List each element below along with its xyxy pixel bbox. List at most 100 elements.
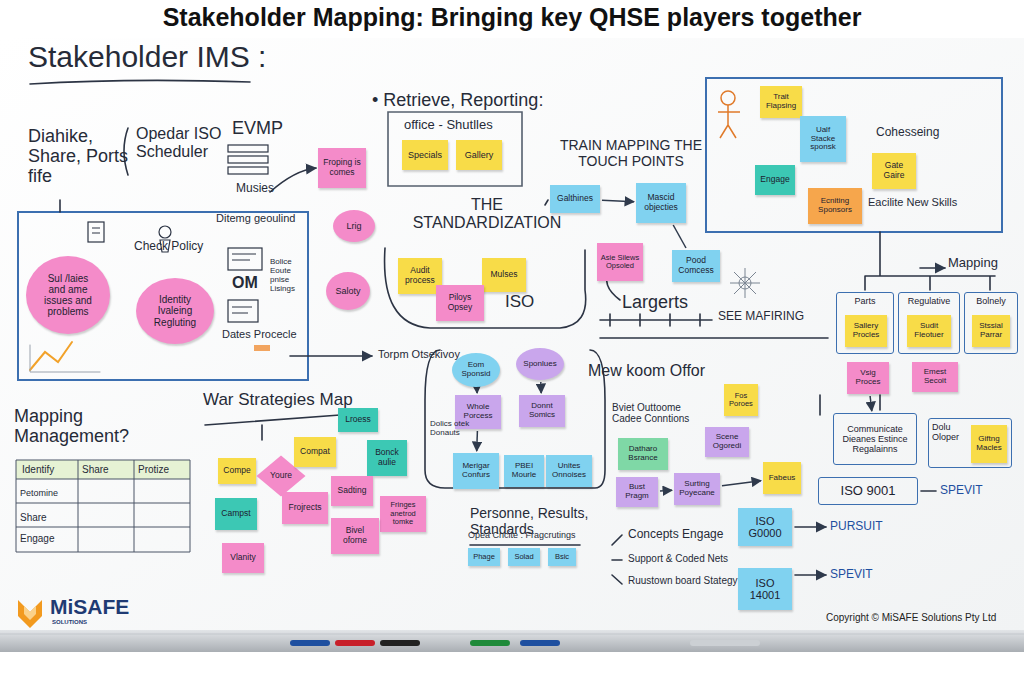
- note-text: Datharo Bsrance: [621, 445, 665, 463]
- board-note: TRAIN MAPPING THE TOUCH POINTS: [556, 138, 706, 169]
- note-text: Bust Pragm: [619, 483, 655, 501]
- note-text: Piloys Opsey: [439, 293, 481, 312]
- sticky-note: Frojrects: [282, 492, 328, 524]
- sticky-note: PBEI Mourle: [504, 455, 544, 487]
- sticky-note: Vsig Proces: [847, 362, 889, 394]
- sticky-note: Unites Onnoises: [546, 455, 592, 487]
- sticky-note: Stssial Parrar: [972, 315, 1010, 347]
- sticky-note: Fabeus: [763, 462, 801, 494]
- stick-figure: [718, 91, 740, 138]
- sticky-note: Solad: [508, 548, 540, 566]
- board-note: MiSAFE: [50, 595, 160, 619]
- note-text: Sadting: [338, 486, 367, 496]
- doc-icons: [88, 145, 270, 351]
- board-note: PURSUIT: [830, 520, 910, 533]
- sticky-note: Mulses: [482, 258, 526, 292]
- note-text: Pood Comcess: [675, 256, 717, 275]
- board-note: Stakeholder IMS :: [28, 40, 298, 74]
- board-note: Largerts: [622, 292, 712, 312]
- note-text: Compe: [223, 466, 250, 476]
- board-note: Petomine: [20, 488, 78, 498]
- note-text: Lroess: [345, 415, 371, 425]
- note-text: Gate Gaire: [875, 161, 913, 180]
- note-text: Surting Poyecane: [677, 480, 717, 498]
- mapping-table: [16, 460, 190, 552]
- sticky-note: Fringes anetrod tomke: [380, 496, 426, 532]
- board-note: Torpm Otsekivoy: [378, 348, 468, 360]
- note-text: Donnt Somics: [522, 402, 562, 420]
- sticker-circle: Identity Ivaleing Regluting: [136, 278, 214, 344]
- sticky-note: Campst: [215, 498, 257, 530]
- outline-box: Communicate Dieanes Estince Regalainns: [833, 413, 917, 465]
- connector-arrow: [673, 225, 686, 248]
- sticky-note: Trait Flapsing: [760, 86, 802, 118]
- board-note: EVMP: [232, 118, 292, 138]
- sticky-note: Giftng Macles: [971, 425, 1007, 463]
- board-note: office - Shutlles: [404, 118, 524, 133]
- sticky-note: Compe: [218, 458, 256, 484]
- note-text: PBEI Mourle: [507, 462, 541, 480]
- sticky-note: Bivel oforne: [331, 518, 379, 554]
- board-note: Eacilite New Skills: [868, 196, 978, 208]
- note-text: Campst: [221, 509, 250, 519]
- note-text: Compat: [300, 447, 330, 457]
- sticky-note: Specials: [402, 140, 448, 170]
- board-note: THE STANDARDIZATION: [398, 196, 576, 232]
- note-text: Youre: [270, 471, 292, 481]
- box-heading: Regulative: [908, 296, 951, 306]
- outline-box: ISO 9001: [818, 477, 918, 505]
- note-text: Trait Flapsing: [763, 93, 799, 111]
- markers: [290, 640, 760, 646]
- board-note: Bviet Outtoome Cadee Conntions: [612, 402, 712, 424]
- sticky-note: Mascid objecties: [636, 183, 686, 223]
- board-note: Check Policy: [134, 240, 204, 253]
- outline-box: PartsSallery Procles: [836, 292, 894, 354]
- board-note: Dates Procecle: [222, 328, 302, 340]
- connector-arrow: [540, 382, 542, 393]
- sticky-note: Bsic: [548, 548, 576, 566]
- board-note: Engage: [20, 533, 78, 544]
- note-text: Galthines: [557, 194, 593, 204]
- note-text: Lrig: [346, 221, 361, 231]
- board-note: Cohesseing: [876, 126, 966, 139]
- note-text: Stssial Parrar: [975, 322, 1007, 340]
- note-text: Emest Secoit: [915, 368, 955, 386]
- sticky-note: Galthines: [550, 185, 600, 213]
- outline-box: Dolu OloperGiftng Macles: [928, 418, 1012, 468]
- note-text: Merigar Confurs: [456, 462, 496, 480]
- board-note: Dolics otek Donauts: [430, 420, 474, 438]
- note-text: Frojrects: [288, 503, 321, 513]
- marker-tray: [0, 630, 1024, 652]
- board-note: Protize: [138, 464, 188, 475]
- sticky-note: Asie Silews Opsoled: [597, 243, 643, 281]
- sticky-note: Sallery Procles: [845, 315, 887, 347]
- board-note: Copyright © MiSAFE Solutions Pty Ltd: [826, 612, 1020, 623]
- box-heading: Parts: [854, 296, 875, 306]
- board-note: ISO: [505, 292, 545, 311]
- note-text: Phage: [473, 553, 495, 561]
- connector-arrow: [476, 431, 478, 451]
- board-note: Opea Cncite : Fragcrutings: [468, 530, 618, 540]
- note-text: Whole Porcess: [458, 403, 498, 421]
- note-text: Sallery Procles: [848, 322, 884, 340]
- sticky-note: Froping is comes: [318, 148, 366, 188]
- connector-arrow: [602, 200, 634, 201]
- note-text: Fabeus: [769, 474, 796, 483]
- sticky-note: ISO 14001: [738, 568, 792, 610]
- connector-arrow: [660, 490, 672, 492]
- sticky-note: Vlanity: [222, 543, 264, 573]
- note-text: ISO 14001: [741, 577, 789, 602]
- board-note: Mapping: [948, 256, 1018, 271]
- note-text: Eom Sponsid: [459, 361, 493, 379]
- board-note: Ditemg geoulind: [216, 212, 296, 224]
- board-note: • Retrieve, Reporting:: [372, 90, 572, 110]
- board-note: Opedar ISO Scheduler: [136, 125, 228, 161]
- sticker-circle: Lrig: [333, 210, 375, 242]
- note-text: Solad: [514, 553, 533, 561]
- sticky-note: Gate Gaire: [872, 153, 916, 189]
- note-text: Identity Ivaleing Regluting: [148, 294, 202, 328]
- note-text: Vsig Proces: [850, 369, 886, 387]
- board-note: Mapping Management?: [14, 406, 164, 446]
